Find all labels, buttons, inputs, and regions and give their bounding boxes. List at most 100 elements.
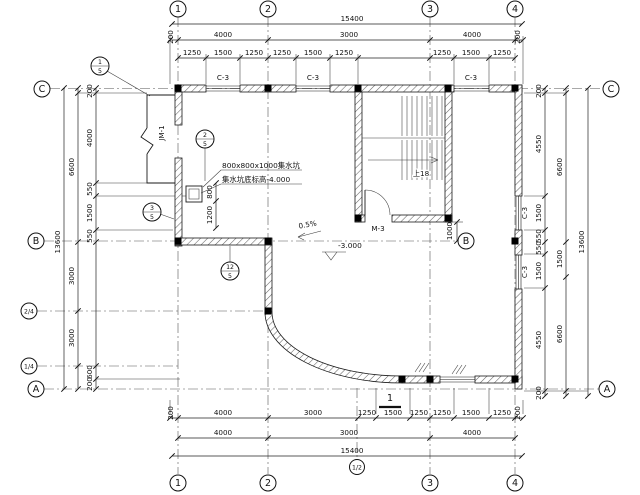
pit-note: 800x800x1000集水坑 — [222, 161, 301, 170]
dim-value: 550 — [534, 241, 543, 255]
slope-label: 0.5% — [298, 218, 318, 230]
curved-wall — [264, 311, 403, 384]
bottom-dimensions: 200 4000 3000 1250 1500 1250 1250 1500 1… — [166, 388, 527, 460]
detail-number: 12 — [226, 264, 234, 271]
axis-bubble: C — [39, 84, 46, 95]
stair-direction-arrow — [368, 156, 439, 164]
walls — [174, 84, 523, 390]
leader-line — [200, 183, 302, 194]
dim-value: 1500 — [462, 48, 481, 57]
axis-bubble: 4 — [512, 4, 518, 15]
dim-value: 4000 — [214, 428, 233, 437]
floor-elevation-mark: -3.000 — [322, 241, 362, 261]
detail-sheet: 5 — [203, 141, 207, 148]
dim-value: 1250 — [493, 408, 512, 417]
detail-sheet: 5 — [98, 68, 102, 75]
dim-value: 200 — [166, 406, 175, 420]
stair-dim-1000: 1000 — [445, 218, 463, 245]
detail-number: 3 — [150, 205, 154, 212]
dim-value: 4550 — [534, 134, 543, 153]
detail-bubble: 12 5 — [220, 246, 240, 281]
leader-line — [202, 169, 302, 188]
dim-value: 1250 — [493, 48, 512, 57]
dim-value: 200 — [166, 30, 175, 44]
staircase: 上18 M-3 1000 — [362, 96, 463, 245]
detail-bubbles: 1 5 2 5 3 5 12 5 — [90, 56, 240, 281]
entry-door-label: JM-1 — [157, 125, 166, 142]
pit-dims: 800 1200 — [205, 179, 220, 232]
hatch-mark — [414, 362, 467, 375]
dim-value: 6600 — [555, 324, 564, 343]
section-mark: 1 — [379, 393, 401, 409]
dim-value: 1250 — [183, 48, 202, 57]
dim-value: 3000 — [340, 30, 359, 39]
windows — [206, 85, 522, 383]
columns — [174, 84, 519, 383]
stair-treads — [362, 96, 445, 180]
axis-bubble: 1/4 — [24, 364, 34, 371]
axis-bubbles: 1 2 3 4 1 2 3 4 1/2 C B 2/4 1/4 A C B A — [20, 0, 620, 492]
dim-value: 550 — [85, 182, 94, 196]
dim-value: 1500 — [384, 408, 403, 417]
dim-value: 1250 — [273, 48, 292, 57]
dim-value: 4000 — [463, 30, 482, 39]
dim-value: 3000 — [67, 266, 76, 285]
dim-value: 1250 — [410, 408, 429, 417]
window-label: C-3 — [307, 73, 319, 82]
dim-value: 1500 — [534, 203, 543, 222]
dim-value: 550 — [85, 229, 94, 243]
dim-value: 1500 — [85, 203, 94, 222]
dim-value: 4000 — [85, 128, 94, 147]
dim-value: 1500 — [214, 48, 233, 57]
annotations: 800x800x1000集水坑 集水坑底标高-4.000 800 1200 -3… — [185, 161, 467, 409]
dim-value: 6600 — [67, 157, 76, 176]
dim-value: 4000 — [214, 30, 233, 39]
window-label: C-3 — [520, 266, 529, 278]
axis-bubble: 1 — [175, 4, 181, 15]
stair-direction-note: 上18 — [413, 169, 430, 178]
dim-value: 800 — [205, 185, 214, 199]
axis-bubble: 2 — [265, 4, 271, 15]
dim-value: 200 — [85, 84, 94, 98]
detail-sheet: 5 — [228, 273, 232, 280]
left-extension-lines — [78, 92, 186, 380]
axis-bubble: 2 — [265, 478, 271, 489]
dim-value: 1250 — [358, 408, 377, 417]
axis-bubble: 3 — [427, 4, 433, 15]
dim-value: 1250 — [245, 48, 264, 57]
axis-bubble: 3 — [427, 478, 433, 489]
dim-value: 4000 — [214, 408, 233, 417]
detail-bubble: 1 5 — [90, 56, 151, 97]
pit-elevation-note: 集水坑底标高-4.000 — [222, 175, 290, 184]
dim-value: 15400 — [341, 446, 364, 455]
axis-bubble: 2/4 — [24, 309, 34, 316]
dim-value: 200 — [513, 406, 522, 420]
dim-value: 3000 — [340, 428, 359, 437]
axis-bubble: 1/2 — [352, 465, 362, 472]
dim-value: 1500 — [555, 249, 564, 268]
stair-door-label: M-3 — [371, 224, 384, 233]
dim-value: 1200 — [205, 205, 214, 224]
detail-bubble: 3 5 — [142, 202, 175, 222]
axis-bubble: 1 — [175, 478, 181, 489]
dim-value: 13600 — [577, 230, 586, 253]
detail-sheet: 5 — [150, 214, 154, 221]
right-dimensions: 200 4550 1500 550 550 1500 4550 200 6600… — [520, 84, 592, 400]
axis-bubble: B — [463, 236, 470, 247]
detail-bubble: 2 5 — [195, 129, 215, 181]
axis-bubble: B — [33, 236, 40, 247]
axis-bubble: C — [608, 84, 615, 95]
dim-value: 600 — [85, 365, 94, 379]
dim-value: 1250 — [335, 48, 354, 57]
dim-value: 550 — [534, 229, 543, 243]
detail-number: 2 — [203, 132, 207, 139]
dim-value: 15400 — [341, 14, 364, 23]
detail-number: 1 — [98, 59, 102, 66]
dim-value: 4550 — [534, 330, 543, 349]
entry-porch: JM-1 — [140, 94, 175, 184]
bottom-extension-lines — [169, 388, 524, 414]
dim-value: 3000 — [304, 408, 323, 417]
slope-mark: 0.5% — [298, 218, 322, 241]
